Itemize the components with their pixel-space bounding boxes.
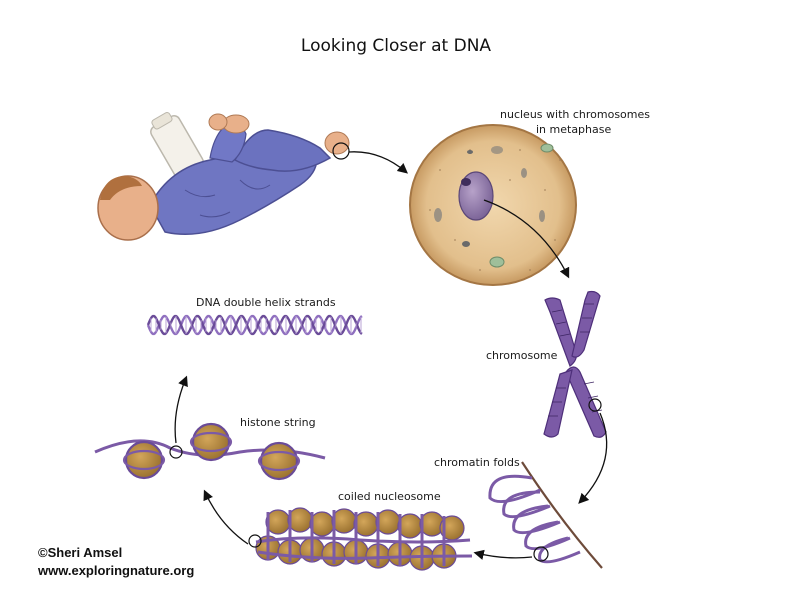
label-coiled-nucleosome: coiled nucleosome [338, 490, 441, 503]
nucleus-illustration [409, 124, 577, 286]
chromosome-illustration [543, 290, 607, 438]
page-title: Looking Closer at DNA [300, 36, 492, 56]
arrow-chromosome-to-chromatin [578, 412, 608, 504]
credit-author: ©Sheri Amsel [38, 545, 123, 560]
label-nucleus-line2: in metaphase [536, 123, 612, 136]
label-nucleus-line1: nucleus with chromosomes [500, 108, 650, 121]
label-histone-string: histone string [240, 416, 316, 429]
credit-website[interactable]: www.exploringnature.org [38, 563, 195, 578]
dna-helix-illustration [146, 314, 363, 336]
arrow-histone-to-dna [174, 375, 188, 444]
arrow-coiled-to-histone [203, 489, 249, 545]
coiled-nucleosome-illustration [248, 507, 473, 571]
baby-illustration [97, 112, 350, 241]
label-chromatin-folds: chromatin folds [434, 456, 520, 469]
label-chromosome: chromosome [486, 349, 558, 362]
arrow-chromatin-to-coiled [473, 549, 533, 560]
label-dna-helix: DNA double helix strands [196, 296, 336, 309]
chromatin-illustration [488, 461, 603, 569]
histone-string-illustration [94, 422, 326, 481]
arrow-baby-to-nucleus [348, 151, 408, 174]
